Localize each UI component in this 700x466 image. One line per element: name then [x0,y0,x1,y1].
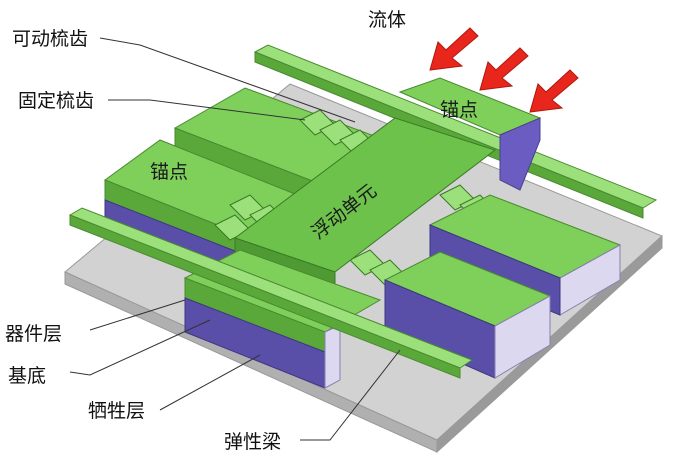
elastic-beam-label: 弹性梁 [224,431,281,453]
anchor-bottom-right [383,251,552,379]
movable-comb-label: 可动梳齿 [12,28,88,50]
fluid-arrows [429,27,579,113]
leader-line [159,354,261,411]
arrow-icon [479,47,529,91]
substrate-label: 基底 [8,365,46,387]
leader-line [89,299,186,331]
fixed-comb-label: 固定梳齿 [18,90,94,112]
leader-line [99,37,356,123]
leader-line [300,349,401,441]
anchor-top-right: 锚点 [398,77,542,191]
sacrificial-layer-label: 牺牲层 [88,400,145,422]
arrow-icon [529,69,579,113]
leader-line [108,99,306,121]
leader-line [69,319,211,376]
device-layer-label: 器件层 [5,323,62,345]
arrow-icon [429,27,479,71]
anchor-left-label: 锚点 [150,161,188,183]
elastic-beam-bottom [68,207,474,379]
comb-fingers [214,109,496,286]
anchor-top-label: 锚点 [440,99,478,121]
fluid-label: 流体 [368,9,406,31]
